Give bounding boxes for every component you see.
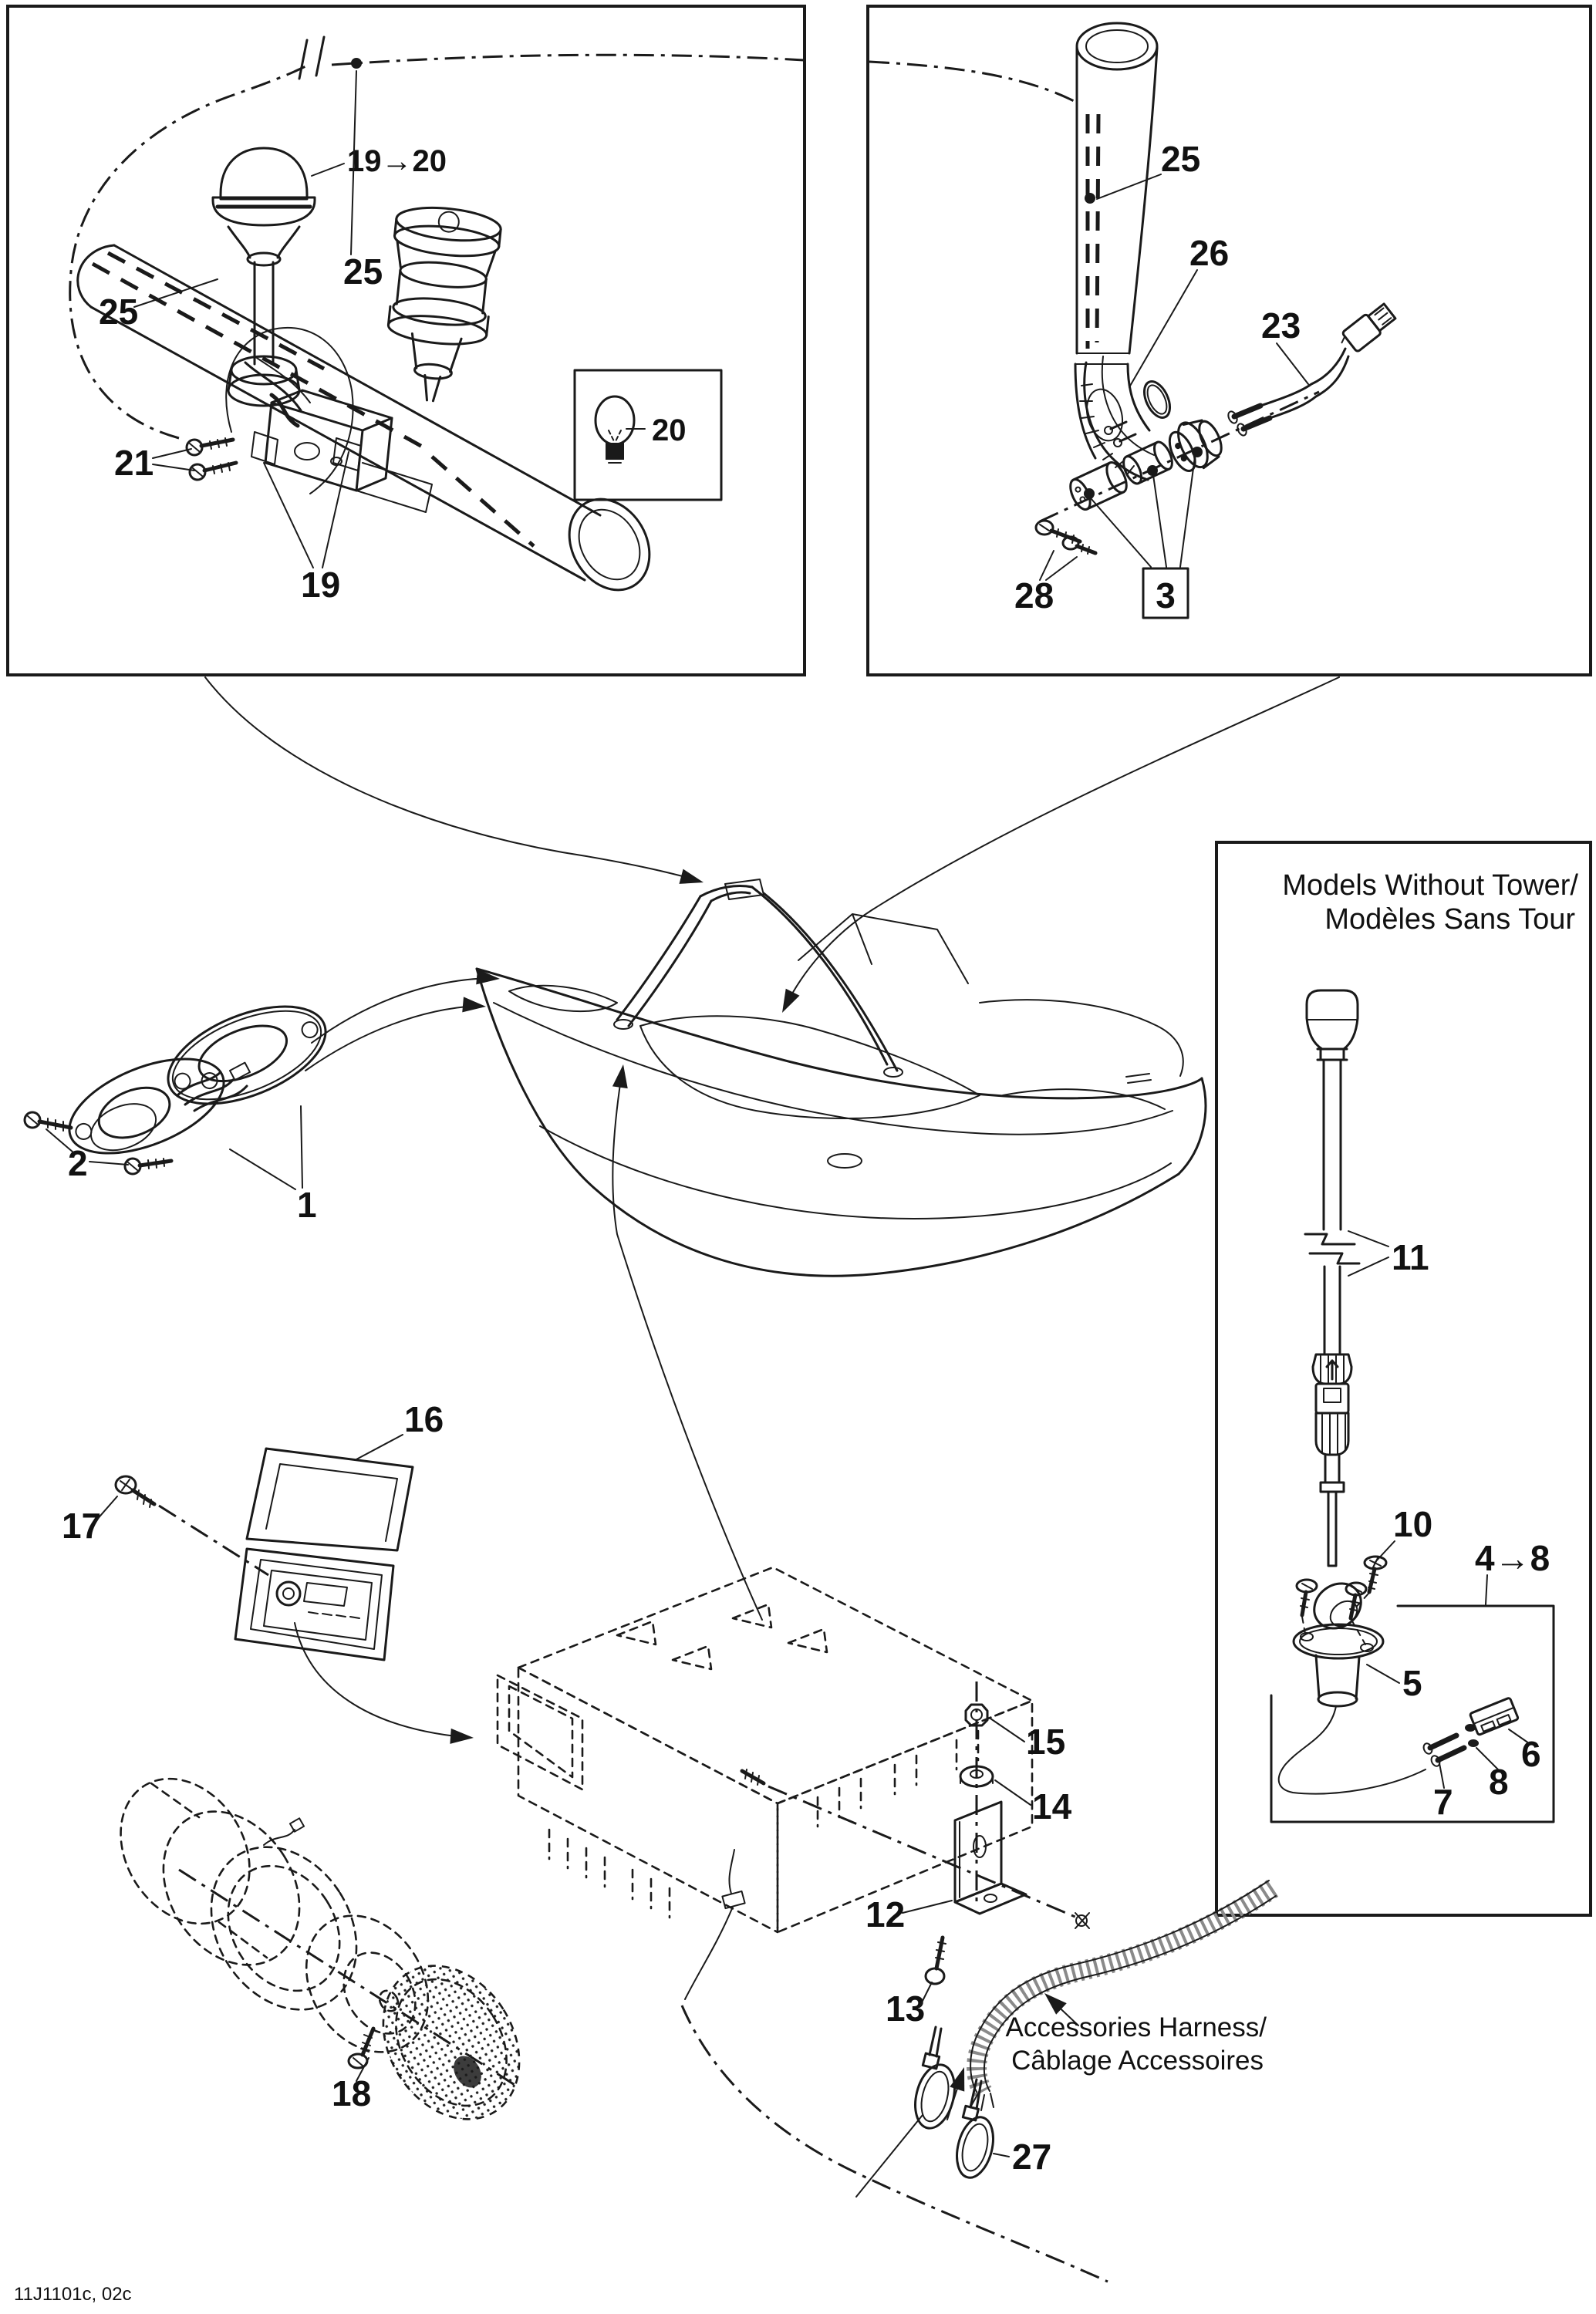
drawing-code: 11J1101c, 02c [14,2284,132,2305]
tube-wiring-dashed [869,60,1101,349]
callout-5: 5 [1402,1663,1422,1703]
harness-label-line1: Accessories Harness/ [1006,2012,1267,2042]
wire-point-dot [351,58,362,69]
light-wiring-dashed [91,251,535,548]
arrowhead-icon [476,969,500,985]
pole-light-drawing [1304,989,1361,1567]
accessories-harness-drawing: Accessories Harness/ Câblage Accessoires… [680,1880,1279,2283]
light-mount-bracket-drawing [244,356,433,513]
panel-tower-light-socket: 25 26 23 28 3 [866,5,1592,676]
panel-navigation-light-tower: 20 19→20 25 25 21 19 [6,5,806,676]
terminal-parts-drawing [1422,1697,1520,1767]
callout-4-8: 4→8 [1475,1538,1550,1578]
panel1-callouts: 19→20 25 25 21 19 [99,70,447,605]
callout-12: 12 [865,1894,905,1935]
callout-16: 16 [404,1399,444,1439]
boat-drawing [475,879,1207,1277]
callout-26: 26 [1189,233,1229,273]
panel2-callouts: 25 26 23 28 3 [1014,139,1309,619]
arrowhead-icon [612,1064,628,1089]
callout-15: 15 [1026,1722,1065,1762]
callout-11: 11 [1392,1237,1429,1277]
wakeboard-tower-drawing [613,879,903,1078]
gasket-plates-drawing: 1 2 [23,1005,327,1225]
callout-3: 3 [1156,575,1176,616]
callout-28: 28 [1014,575,1054,616]
part-dot [1084,488,1095,499]
callout-10: 10 [1393,1504,1432,1544]
bulb-icon [594,395,636,464]
panel-title-line2: Modèles Sans Tour [1324,903,1575,936]
callout-19-20: 19→20 [347,144,447,178]
tower-tube-drawing [76,244,651,592]
callout-25-c: 25 [1161,139,1200,179]
bulb-inset: 20 [573,369,723,501]
callout-7: 7 [1433,1782,1453,1822]
bracket-screws-drawing [185,437,238,481]
harness-label-line2: Câblage Accessoires [1011,2046,1264,2076]
panel-models-without-tower: Models Without Tower/ Modèles Sans Tour [1215,841,1592,1917]
reference-curves [204,676,1340,1744]
pole-break-icon [1304,1233,1356,1246]
callout-13: 13 [886,1988,925,2029]
panel-title-line1: Models Without Tower/ [1282,869,1578,902]
radio-cover-drawing: 16 17 [62,1399,444,1661]
arrowhead-icon [782,988,800,1013]
callout-21: 21 [114,443,154,483]
panel-border [6,5,806,676]
callout-1: 1 [297,1185,317,1225]
radio-bracket-hardware-drawing: 15 14 12 13 [768,1682,1090,2029]
part-dot [1192,447,1203,457]
speaker-assembly-phantom: 18 [120,1777,521,2120]
tower-leg-tube-drawing [1074,22,1159,481]
arrowhead-icon [1044,1993,1067,2015]
callout-25-a: 25 [343,251,383,292]
arrowhead-icon [950,2067,965,2092]
callout-18: 18 [332,2073,371,2113]
callout-20: 20 [652,413,687,447]
navigation-light-drawing [211,147,316,407]
arrowhead-icon [450,1728,474,1744]
callout-19: 19 [301,565,340,605]
spare-pole-light-drawing [386,206,502,403]
arrowhead-icon [462,997,486,1013]
callout-23: 23 [1261,305,1301,346]
socket-pigtail-drawing [1227,302,1397,437]
group-box [1270,1604,1555,1823]
part-dot [1147,465,1158,476]
callout-14: 14 [1032,1786,1072,1827]
cable-ties-drawing [855,2026,994,2198]
radio-head-unit-phantom [496,1566,1034,2000]
wire-point-dot [1085,193,1095,204]
socket-screws-drawing [1034,519,1098,555]
arrowhead-icon [679,869,704,884]
pole-base-flange-drawing [1277,1555,1426,1795]
callout-8: 8 [1489,1762,1509,1802]
panel-border [866,5,1592,676]
callout-27: 27 [1012,2137,1051,2177]
wire-break-icon [298,35,326,80]
callout-3-box [1142,567,1189,619]
callout-17: 17 [62,1506,101,1546]
accessory-socket-parts-drawing [1039,380,1320,523]
panel3-callouts: 11 10 4→8 5 6 8 7 [1270,1230,1555,1823]
callout-25-b: 25 [99,292,138,332]
wire-routing-curve [69,35,805,440]
panel-border [1215,841,1592,1917]
harness-braid [967,1880,1279,2097]
callout-2: 2 [68,1143,88,1183]
